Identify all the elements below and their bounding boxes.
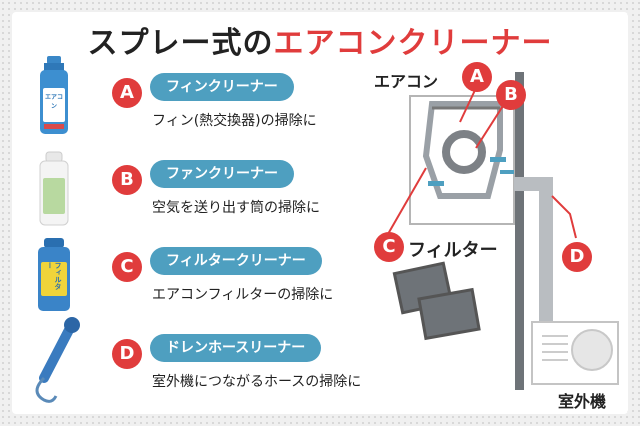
can-c-text: フィルター [48,262,62,290]
filter-label: フィルター [408,240,498,261]
filter-cleaner-can-image [38,238,70,311]
drain-hose-tool-image [35,317,80,403]
aircon-label: エアコン [374,72,439,91]
marker-a-line [459,87,477,123]
badge-c: C [112,252,142,282]
marker-d-line [551,195,577,239]
drain-hose-cleaner-desc: 室外機につながるホースの掃除に [152,374,362,390]
filter-panels [392,261,481,341]
diagram-marker-a: A [462,62,492,92]
wall-pipe [515,72,524,390]
fan-cleaner-label: ファンクリーナー [150,160,294,188]
drain-hose-cleaner-label: ドレンホースリーナー [150,334,322,362]
outdoor-unit [531,321,619,385]
fin-cleaner-label: フィンクリーナー [150,73,294,101]
fin-cleaner-desc: フィン(熱交換器)の掃除に [152,113,317,129]
badge-d: D [112,339,142,369]
drain-hose [514,177,553,330]
filter-cleaner-label: フィルタークリーナー [150,247,322,275]
title-part-2: エアコンクリーナー [273,26,553,61]
diagram-marker-b: B [496,80,526,110]
title-part-1: スプレー式の [87,26,274,61]
fan-cleaner-desc: 空気を送り出す筒の掃除に [152,200,320,216]
diagram-marker-c: C [374,232,404,262]
indoor-unit [409,95,515,225]
page-title: スプレー式のエアコンクリーナー [0,18,640,62]
fin-cleaner-can-image [40,56,68,134]
can-a-text: エアコン [44,94,63,110]
badge-b: B [112,165,142,195]
outdoor-unit-label: 室外機 [558,392,607,411]
diagram-marker-d: D [562,242,592,272]
marker-c-line [387,167,427,235]
badge-a: A [112,78,142,108]
fan-cleaner-can-image [39,151,69,226]
filter-cleaner-desc: エアコンフィルターの掃除に [152,287,334,303]
